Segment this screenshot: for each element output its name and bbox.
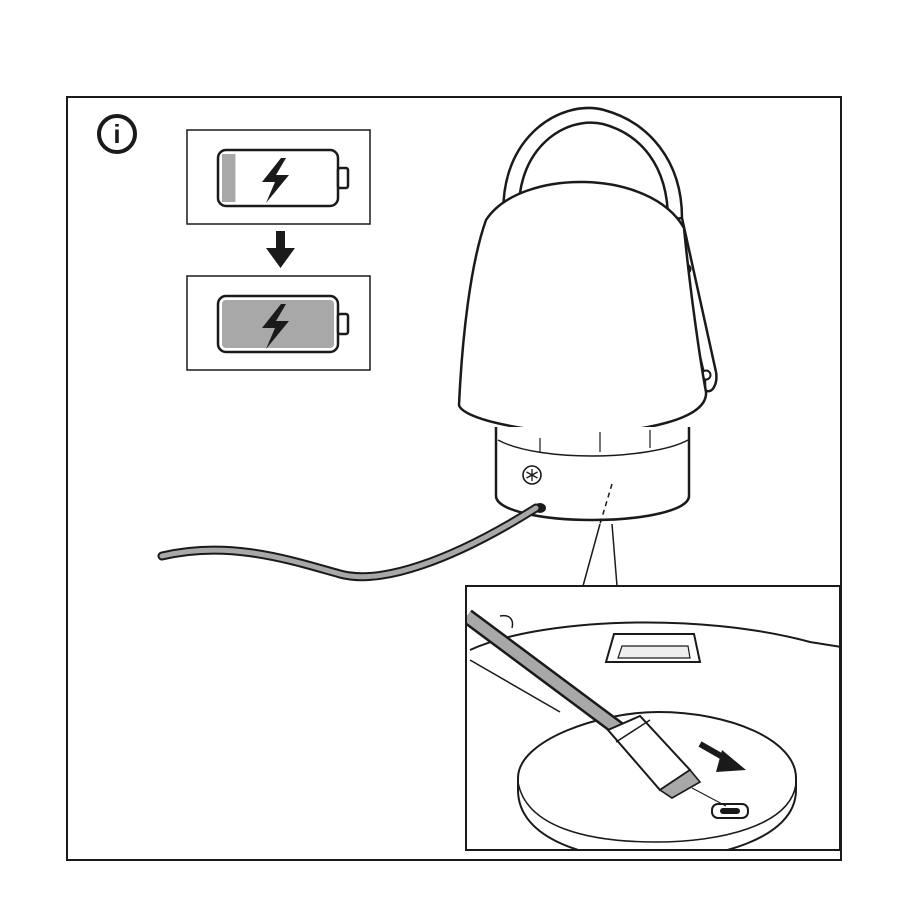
usb-cable (162, 508, 536, 577)
info-icon-glyph: i (113, 119, 120, 149)
battery-before-charge-fill (222, 154, 235, 202)
asterisk-button-icon (523, 466, 541, 484)
battery-after-panel (187, 276, 370, 370)
detail-inset (466, 586, 860, 860)
battery-before-icon (218, 150, 348, 206)
battery-before-panel (187, 130, 370, 224)
battery-after-icon (218, 296, 348, 352)
lamp-base (496, 427, 689, 520)
lamp-shade (459, 182, 706, 433)
arrow-down-icon (266, 231, 295, 268)
info-icon: i (99, 116, 135, 152)
